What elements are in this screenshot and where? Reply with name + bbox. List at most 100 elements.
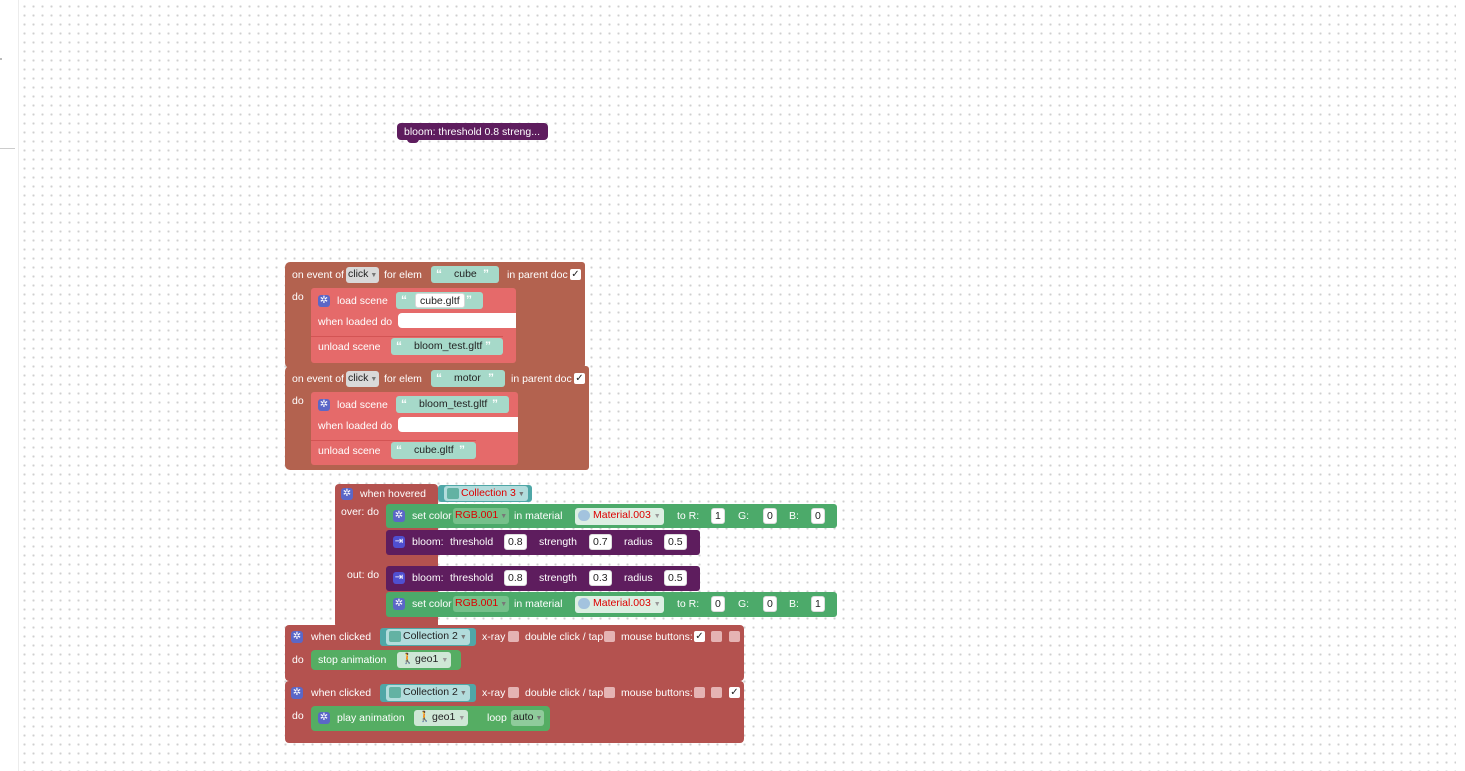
chevron-down-icon: ▼	[535, 715, 543, 722]
play-animation-label: play animation	[337, 712, 405, 724]
xray-checkbox[interactable]	[508, 687, 519, 698]
unload-scene-block[interactable]: unload scene “ bloom_test.gltf ”	[311, 336, 503, 355]
radius-value[interactable]: 0.5	[664, 570, 687, 586]
b-value[interactable]: 0	[811, 508, 825, 524]
elem-input[interactable]: cube	[450, 267, 481, 282]
load-file-string[interactable]: “ cube.gltf ”	[396, 292, 483, 309]
elem-string-block[interactable]: “ cube ”	[431, 266, 499, 283]
when-loaded-label: when loaded do	[318, 420, 393, 432]
walker-icon: 🚶	[401, 653, 415, 665]
chevron-down-icon: ▼	[370, 376, 378, 383]
double-click-checkbox[interactable]	[604, 687, 615, 698]
event-block-cube[interactable]: on event of click▼ for elem “ cube ” in …	[285, 262, 585, 368]
mouse-right-checkbox[interactable]	[729, 631, 740, 642]
g-label: G:	[738, 598, 750, 610]
r-value[interactable]: 0	[711, 596, 725, 612]
load-scene-block[interactable]: ✲ load scene “ cube.gltf ” when loaded d…	[311, 288, 516, 363]
material-dropdown[interactable]: Material.003▼	[575, 596, 664, 613]
when-clicked-block-1[interactable]: ✲ when clicked Collection 2▼ x-ray doubl…	[285, 625, 744, 681]
radius-value[interactable]: 0.5	[664, 534, 687, 550]
elem-input[interactable]: motor	[450, 371, 485, 386]
collection-dropdown[interactable]: Collection 3▼	[444, 486, 528, 501]
unload-file-string[interactable]: “ bloom_test.gltf ”	[391, 338, 503, 355]
material-dropdown[interactable]: Material.003▼	[575, 508, 664, 525]
collection-icon	[389, 631, 401, 642]
unload-file-input[interactable]: cube.gltf	[410, 443, 458, 458]
play-animation-block[interactable]: ✲ play animation 🚶geo1▼ loop auto▼	[311, 706, 550, 731]
do-label: do	[292, 654, 304, 666]
event-prefix: on event of	[292, 269, 344, 281]
set-color-label: set color	[412, 598, 452, 610]
gear-icon: ✲	[318, 295, 330, 307]
collection-dropdown[interactable]: Collection 2▼	[386, 629, 470, 645]
when-clicked-block-2[interactable]: ✲ when clicked Collection 2▼ x-ray doubl…	[285, 681, 744, 743]
when-loaded-slot[interactable]	[398, 313, 516, 328]
bloom-collapsed-block[interactable]: bloom: threshold 0.8 streng...	[397, 123, 548, 143]
event-type-dropdown[interactable]: click▼	[346, 371, 380, 387]
over-do-label: over: do	[341, 506, 379, 518]
gear-icon: ✲	[393, 510, 405, 522]
bloom-block-1[interactable]: ⇥ bloom: threshold 0.8 strength 0.7 radi…	[386, 530, 700, 555]
load-file-input[interactable]: bloom_test.gltf	[415, 397, 492, 412]
gutter-divider	[0, 148, 15, 149]
collection-dropdown[interactable]: Collection 2▼	[386, 685, 470, 701]
double-click-checkbox[interactable]	[604, 631, 615, 642]
color-value: RGB.001	[455, 509, 499, 521]
threshold-value[interactable]: 0.8	[504, 534, 527, 550]
load-scene-block[interactable]: ✲ load scene “ bloom_test.gltf ” when lo…	[311, 392, 518, 465]
stop-animation-label: stop animation	[318, 654, 387, 666]
mouse-right-checkbox[interactable]: ✓	[729, 687, 740, 698]
r-value[interactable]: 1	[711, 508, 725, 524]
event-type-value: click	[348, 372, 369, 384]
unload-file-input[interactable]: bloom_test.gltf	[410, 339, 487, 354]
do-label: do	[292, 291, 304, 303]
click-collection-block[interactable]: Collection 2▼	[380, 628, 476, 646]
bloom-collapsed-label: bloom: threshold 0.8 streng...	[404, 126, 540, 138]
xray-checkbox[interactable]	[508, 631, 519, 642]
elem-string-block[interactable]: “ motor ”	[431, 370, 505, 387]
out-do-label: out: do	[347, 569, 380, 581]
strength-value[interactable]: 0.7	[589, 534, 612, 550]
close-quote-icon: ”	[483, 267, 489, 281]
set-color-block-2[interactable]: ✲ set color RGB.001▼ in material Materia…	[386, 592, 837, 617]
when-loaded-slot[interactable]	[398, 417, 518, 432]
animation-target-dropdown[interactable]: 🚶geo1▼	[397, 652, 452, 668]
g-value[interactable]: 0	[763, 508, 777, 524]
material-icon	[578, 510, 590, 521]
load-file-string[interactable]: “ bloom_test.gltf ”	[396, 396, 509, 413]
collection-icon	[447, 488, 459, 499]
color-dropdown[interactable]: RGB.001▼	[453, 508, 510, 524]
b-value[interactable]: 1	[811, 596, 825, 612]
hover-collection-block[interactable]: Collection 3▼	[438, 485, 532, 502]
material-value: Material.003	[593, 509, 651, 521]
load-scene-label: load scene	[337, 295, 388, 307]
stop-animation-block[interactable]: stop animation 🚶geo1▼	[311, 650, 461, 670]
mouse-middle-checkbox[interactable]	[711, 687, 722, 698]
mouse-left-checkbox[interactable]	[694, 687, 705, 698]
animation-target-dropdown[interactable]: 🚶geo1▼	[414, 710, 469, 726]
close-quote-icon: ”	[459, 443, 465, 457]
mouse-middle-checkbox[interactable]	[711, 631, 722, 642]
click-collection-block[interactable]: Collection 2▼	[380, 684, 476, 702]
set-color-block-1[interactable]: ✲ set color RGB.001▼ in material Materia…	[386, 504, 837, 528]
in-parent-checkbox[interactable]: ✓	[570, 269, 581, 280]
mouse-buttons-label: mouse buttons:	[621, 687, 693, 699]
unload-scene-block[interactable]: unload scene “ cube.gltf ”	[311, 440, 476, 459]
g-value[interactable]: 0	[763, 596, 777, 612]
unload-file-string[interactable]: “ cube.gltf ”	[391, 442, 476, 459]
event-block-motor[interactable]: on event of click▼ for elem “ motor ” in…	[285, 366, 589, 470]
gutter-mark	[0, 58, 2, 60]
strength-label: strength	[539, 572, 577, 584]
in-parent-checkbox[interactable]: ✓	[574, 373, 585, 384]
in-material-label: in material	[514, 598, 563, 610]
color-dropdown[interactable]: RGB.001▼	[453, 596, 510, 612]
strength-value[interactable]: 0.3	[589, 570, 612, 586]
event-type-dropdown[interactable]: click▼	[346, 267, 380, 283]
load-file-input[interactable]: cube.gltf	[415, 293, 465, 308]
bloom-block-2[interactable]: ⇥ bloom: threshold 0.8 strength 0.3 radi…	[386, 566, 700, 591]
close-quote-icon: ”	[492, 397, 498, 411]
loop-label: loop	[487, 712, 507, 724]
mouse-left-checkbox[interactable]: ✓	[694, 631, 705, 642]
threshold-value[interactable]: 0.8	[504, 570, 527, 586]
loop-dropdown[interactable]: auto▼	[511, 710, 545, 726]
